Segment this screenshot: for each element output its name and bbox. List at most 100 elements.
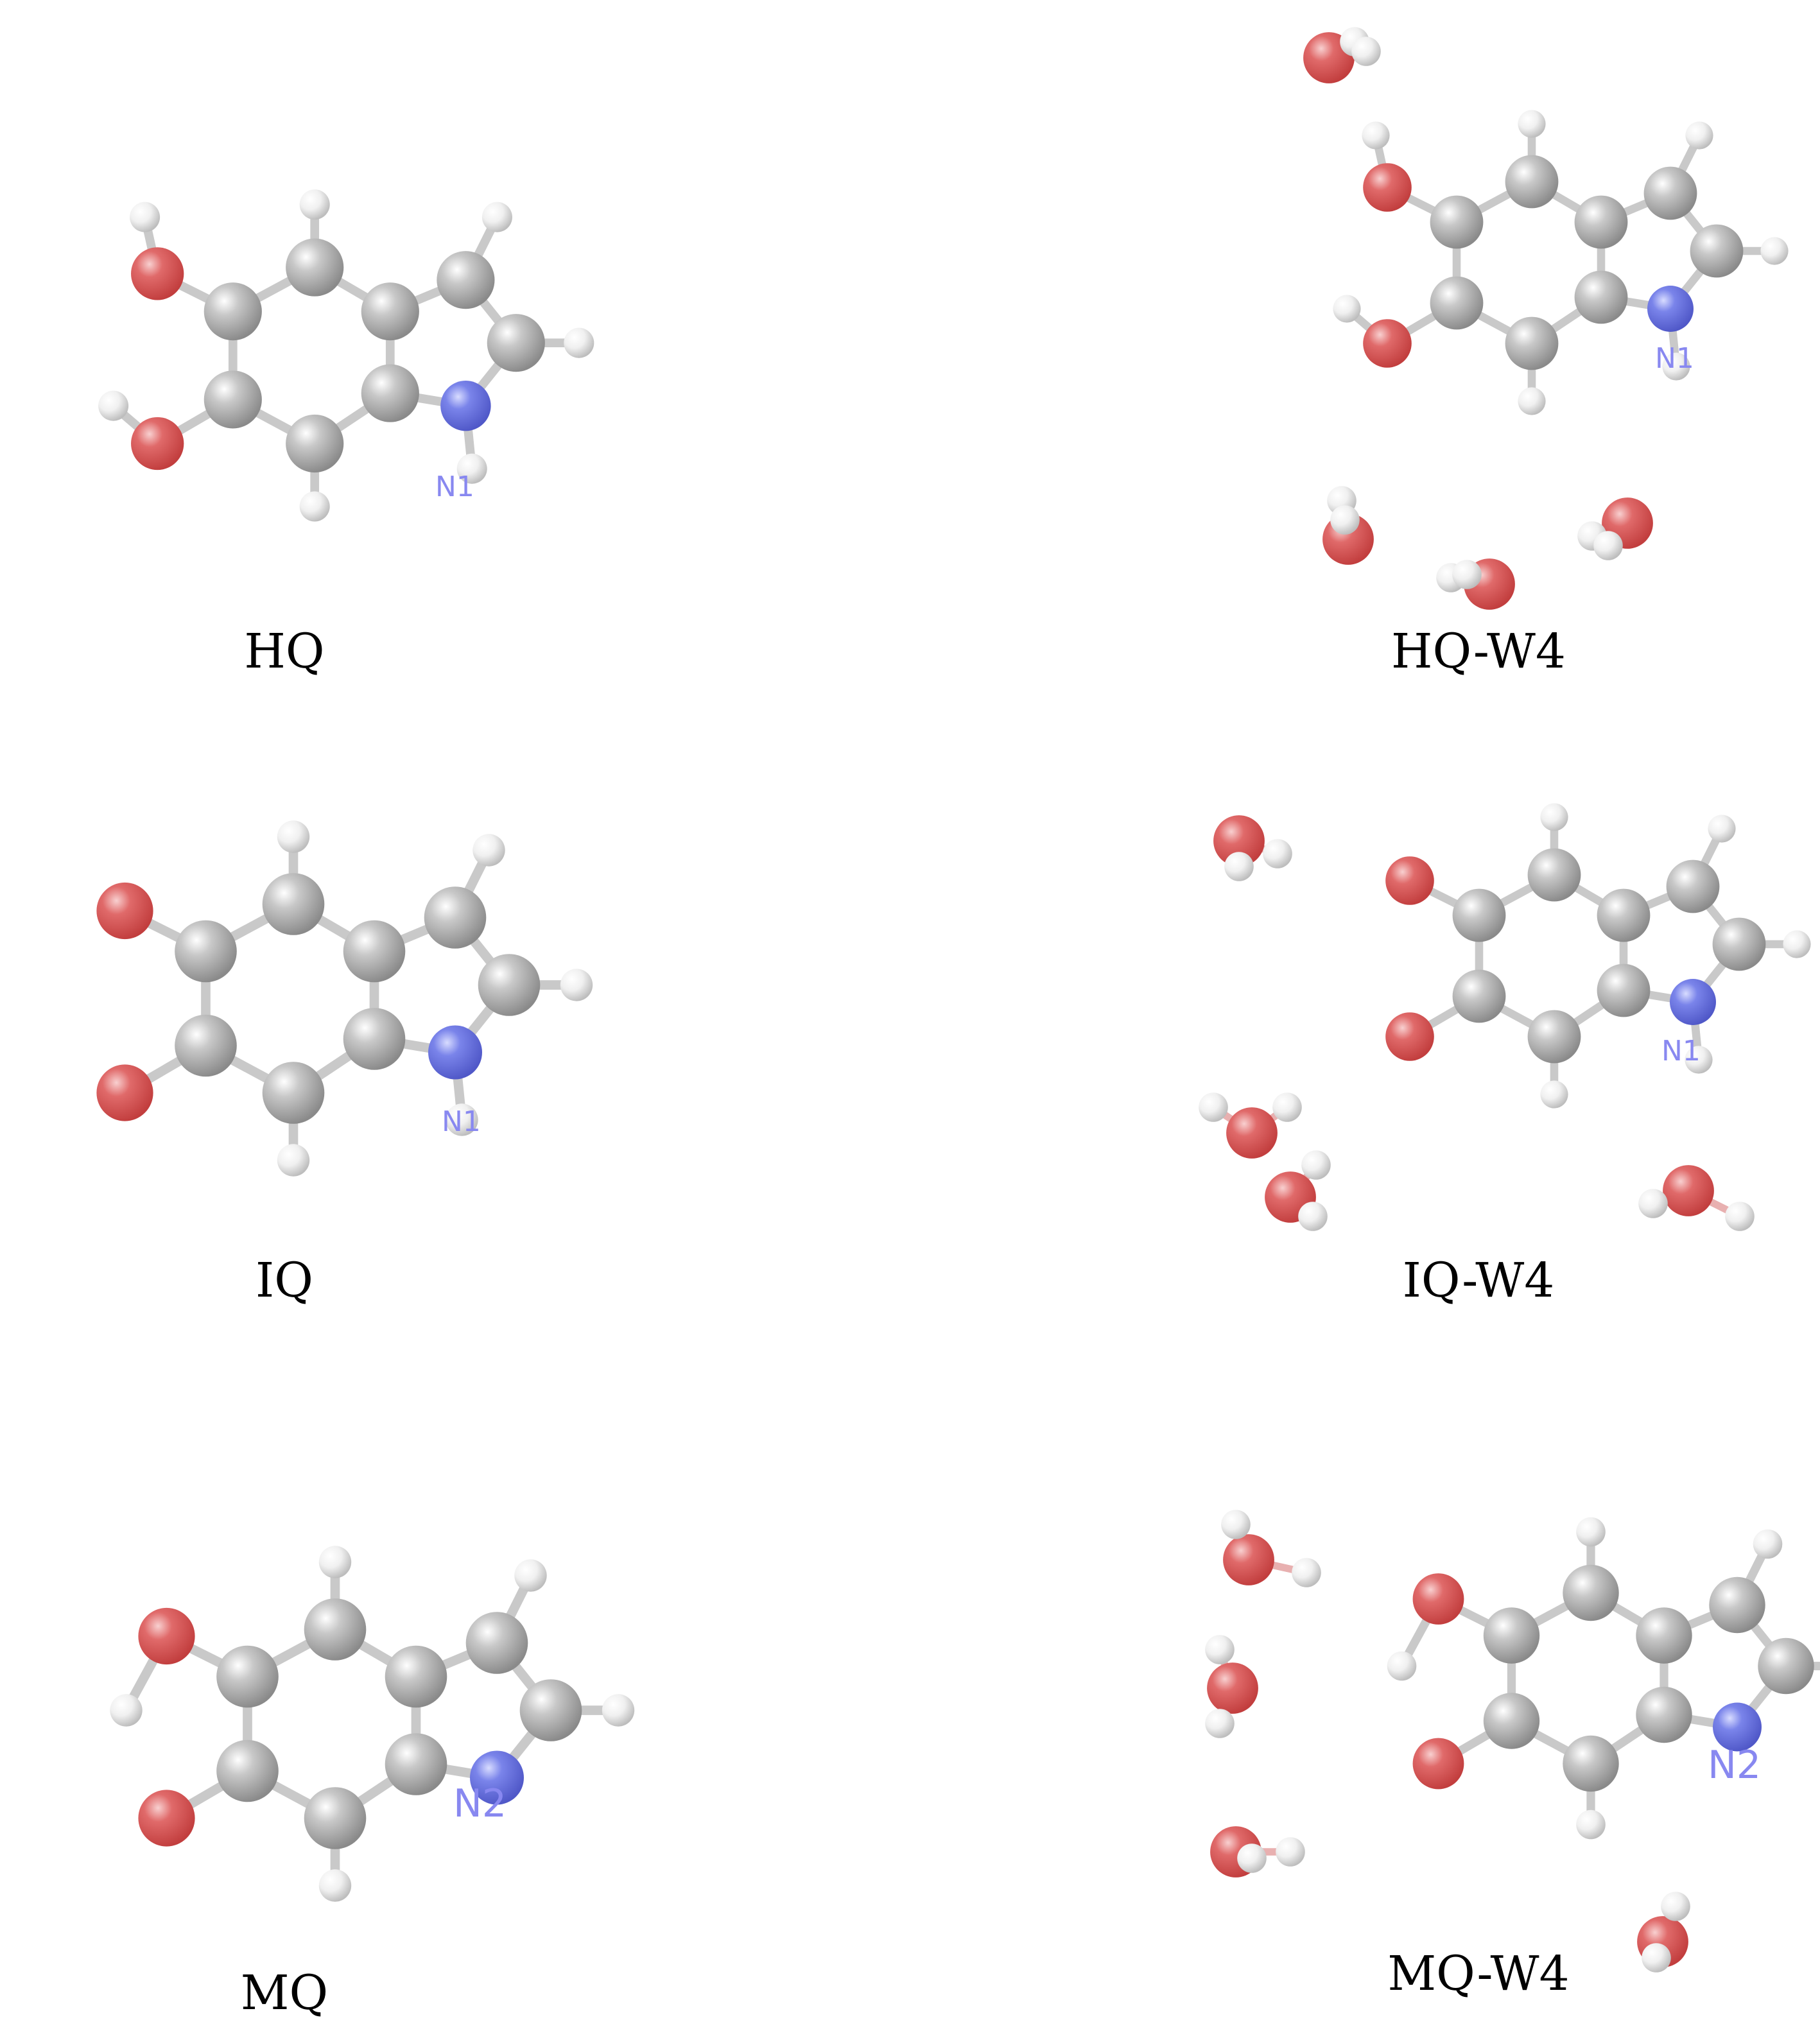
carbon-atom xyxy=(361,282,419,341)
oxygen-atom xyxy=(1363,163,1412,212)
oxygen-atom xyxy=(138,1607,195,1665)
carbon-atom xyxy=(1636,1607,1692,1664)
water-molecule xyxy=(1322,486,1374,565)
carbon-atom xyxy=(262,1062,325,1124)
atom-label-n1: N1 xyxy=(1661,1035,1701,1067)
hydrogen-atom xyxy=(1540,803,1568,831)
oxygen-atom xyxy=(1213,815,1265,867)
oxygen-atom xyxy=(138,1790,195,1847)
carbon-atom xyxy=(1574,195,1628,249)
hydrogen-atom xyxy=(1272,1092,1302,1122)
carbon-atom xyxy=(343,920,406,983)
atom-label-n2: N2 xyxy=(453,1781,507,1826)
carbon-atom xyxy=(385,1645,447,1708)
hydrogen-atom xyxy=(1725,1202,1755,1231)
carbon-atom xyxy=(437,251,495,309)
panel-hq-w4: N1 HQ-W4 xyxy=(1303,27,1789,679)
oxygen-atom xyxy=(1663,1165,1714,1216)
caption-mq: MQ xyxy=(241,1965,328,2021)
hydrogen-atom xyxy=(1351,37,1381,66)
water-molecule xyxy=(1577,497,1653,560)
carbon-atom xyxy=(1452,888,1506,942)
carbon-atom xyxy=(1712,917,1766,971)
carbon-atom xyxy=(1690,224,1744,278)
hydrogen-atom xyxy=(1333,295,1361,323)
carbon-atom xyxy=(286,414,344,473)
hydrogen-atom xyxy=(560,969,593,1001)
hydrogen-atom xyxy=(1685,1046,1713,1074)
panel-iq: N1 IQ xyxy=(96,820,593,1308)
carbon-atom xyxy=(1666,859,1720,913)
hydrogen-atom xyxy=(1362,121,1390,150)
carbon-atom xyxy=(1758,1637,1814,1695)
molecule-mq xyxy=(110,1546,635,1902)
carbon-atom xyxy=(1597,963,1651,1017)
hydrogen-atom xyxy=(277,1144,310,1177)
carbon-atom xyxy=(1643,166,1697,220)
hydrogen-atom xyxy=(1221,1510,1251,1539)
carbon-atom xyxy=(361,364,419,422)
carbon-atom xyxy=(304,1787,367,1849)
hydrogen-atom xyxy=(1330,505,1360,535)
hydrogen-atom xyxy=(1708,815,1736,843)
carbon-atom xyxy=(385,1733,447,1795)
carbon-atom xyxy=(1563,1735,1619,1792)
atom-label-n2: N2 xyxy=(1708,1743,1761,1788)
molecule-hq xyxy=(98,189,594,522)
caption-hq: HQ xyxy=(244,624,324,679)
oxygen-atom xyxy=(1226,1107,1278,1159)
hydrogen-atom xyxy=(1753,1529,1783,1559)
hydrogen-atom xyxy=(277,820,310,853)
nitrogen-atom xyxy=(428,1025,482,1080)
carbon-atom xyxy=(1527,848,1581,902)
hydrogen-atom xyxy=(1518,387,1546,415)
hydrogen-atom xyxy=(1199,1092,1228,1122)
oxygen-atom xyxy=(1207,1662,1258,1714)
carbon-atom xyxy=(1563,1564,1619,1621)
molecule-mq-w4 xyxy=(1205,1510,1820,1973)
hydrogen-atom xyxy=(472,834,505,867)
panel-mq: N2 MQ xyxy=(110,1546,635,2021)
carbon-atom xyxy=(175,1014,237,1077)
water-molecule xyxy=(1210,1826,1305,1878)
nitrogen-atom xyxy=(1713,1702,1762,1752)
hydrogen-atom xyxy=(1387,1651,1417,1681)
carbon-atom xyxy=(343,1008,406,1070)
panel-mq-w4: N2 MQ-W4 xyxy=(1205,1510,1820,2001)
carbon-atom xyxy=(1483,1693,1540,1749)
hydrogen-atom xyxy=(1638,1189,1668,1218)
hydrogen-atom xyxy=(1760,237,1789,265)
hydrogen-atom xyxy=(1661,1892,1690,1921)
hydrogen-atom xyxy=(299,189,330,220)
hydrogen-atom xyxy=(1642,1943,1671,1973)
atom-label-n1: N1 xyxy=(442,1105,481,1138)
carbon-atom xyxy=(1597,888,1651,942)
oxygen-atom xyxy=(1412,1573,1464,1625)
carbon-atom xyxy=(286,238,344,297)
caption-mq-w4: MQ-W4 xyxy=(1387,1946,1569,2001)
hydrogen-atom xyxy=(1452,560,1482,589)
oxygen-atom xyxy=(1223,1534,1274,1585)
carbon-atom xyxy=(1636,1686,1692,1743)
hydrogen-atom xyxy=(514,1559,547,1592)
carbon-atom xyxy=(1505,316,1559,370)
hydrogen-atom xyxy=(1662,352,1690,381)
carbon-atom xyxy=(1430,195,1484,249)
water-molecule xyxy=(1303,27,1381,83)
hydrogen-atom xyxy=(1518,110,1546,138)
water-molecule xyxy=(1199,1092,1302,1159)
hydrogen-atom xyxy=(1263,839,1292,868)
oxygen-atom xyxy=(131,417,184,471)
carbon-atom xyxy=(1709,1576,1765,1634)
caption-hq-w4: HQ-W4 xyxy=(1391,624,1566,679)
oxygen-atom xyxy=(1412,1738,1464,1790)
hydrogen-atom xyxy=(446,1103,478,1136)
water-molecule xyxy=(1637,1892,1690,1973)
oxygen-atom xyxy=(96,882,153,940)
carbon-atom xyxy=(1483,1607,1540,1664)
oxygen-atom xyxy=(96,1064,153,1121)
hydrogen-atom xyxy=(1540,1080,1568,1109)
molecule-hq-w4 xyxy=(1303,27,1789,610)
nitrogen-atom xyxy=(440,381,491,431)
hydrogen-atom xyxy=(1224,852,1254,881)
